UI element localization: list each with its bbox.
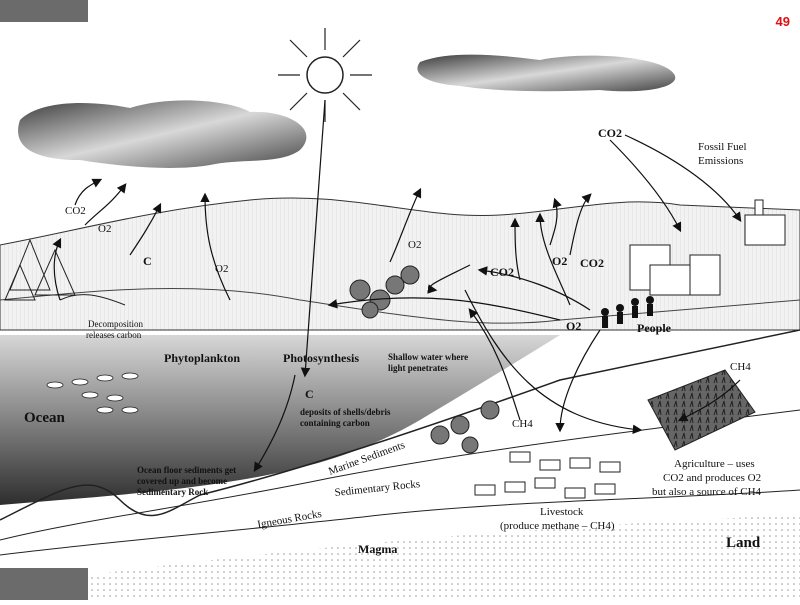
livestock-label: Livestock <box>540 506 584 518</box>
ch4-label: CH4 <box>512 418 533 430</box>
co2-label: CO2 <box>598 126 622 140</box>
fish-icon <box>46 372 139 414</box>
atmosphere-band <box>0 197 800 331</box>
factory-icon <box>629 199 786 296</box>
trees-center-icon <box>349 265 420 319</box>
decomposition-label: Decomposition <box>88 319 143 329</box>
co2-label: CO2 <box>65 205 86 217</box>
co2-label: CO2 <box>490 265 514 279</box>
agriculture-label: but also a source of CH4 <box>652 486 762 498</box>
people-label: People <box>637 321 672 335</box>
ocean-label: Ocean <box>24 410 65 426</box>
sedimentary-rocks-label: Sedimentary Rocks <box>334 478 421 499</box>
hill-line <box>0 287 800 324</box>
flow-arrows <box>52 99 742 473</box>
shallow-water-label: light penetrates <box>388 363 448 373</box>
top-left-bar <box>0 0 88 22</box>
people-icon <box>601 296 654 328</box>
phytoplankton-label: Phytoplankton <box>164 351 240 365</box>
slide-number: 49 <box>775 14 790 29</box>
fossil-fuel-label: Fossil Fuel <box>698 141 747 153</box>
sun-icon <box>278 28 372 122</box>
ocean-area <box>0 335 560 505</box>
forest-left-icon <box>4 238 126 306</box>
o2-label: O2 <box>408 239 421 251</box>
trees-shore-icon <box>430 400 500 454</box>
livestock-icon <box>474 451 621 499</box>
o2-label: O2 <box>215 263 228 275</box>
marine-sediment-line <box>0 329 800 521</box>
igneous-line <box>0 489 800 556</box>
o2-label: O2 <box>552 254 567 268</box>
agriculture-label: CO2 and produces O2 <box>663 472 761 484</box>
cloud-right-icon <box>417 54 676 92</box>
decomposition-label: releases carbon <box>86 330 142 340</box>
agriculture-label: Agriculture – uses <box>674 458 755 470</box>
bottom-left-bar <box>0 568 88 600</box>
carbon-deposit-label: C <box>305 387 314 401</box>
o2-label: O2 <box>98 223 111 235</box>
cloud-left-icon <box>18 100 307 168</box>
magma-label: Magma <box>358 542 397 556</box>
ocean-floor-label: covered up and become <box>137 476 227 486</box>
crop-field-icon <box>647 369 756 451</box>
photosynthesis-label: Photosynthesis <box>283 351 359 365</box>
fossil-fuel-label: Emissions <box>698 155 743 167</box>
shallow-water-label: Shallow water where <box>388 352 468 362</box>
magma-area <box>88 515 800 600</box>
ocean-floor-label: Sedimentary Rock <box>137 487 208 497</box>
livestock-label: (produce methane – CH4) <box>500 520 615 532</box>
ch4-label: CH4 <box>730 361 751 373</box>
co2-label: CO2 <box>580 256 604 270</box>
igneous-rocks-label: Igneous Rocks <box>256 508 322 531</box>
deposits-label: containing carbon <box>300 418 370 428</box>
carbon-label: C <box>143 254 152 268</box>
o2-label: O2 <box>566 319 581 333</box>
ocean-floor-label: Ocean floor sediments get <box>137 465 236 475</box>
deposits-label: deposits of shells/debris <box>300 407 391 417</box>
land-label: Land <box>726 535 761 551</box>
sedimentary-line <box>0 409 800 541</box>
